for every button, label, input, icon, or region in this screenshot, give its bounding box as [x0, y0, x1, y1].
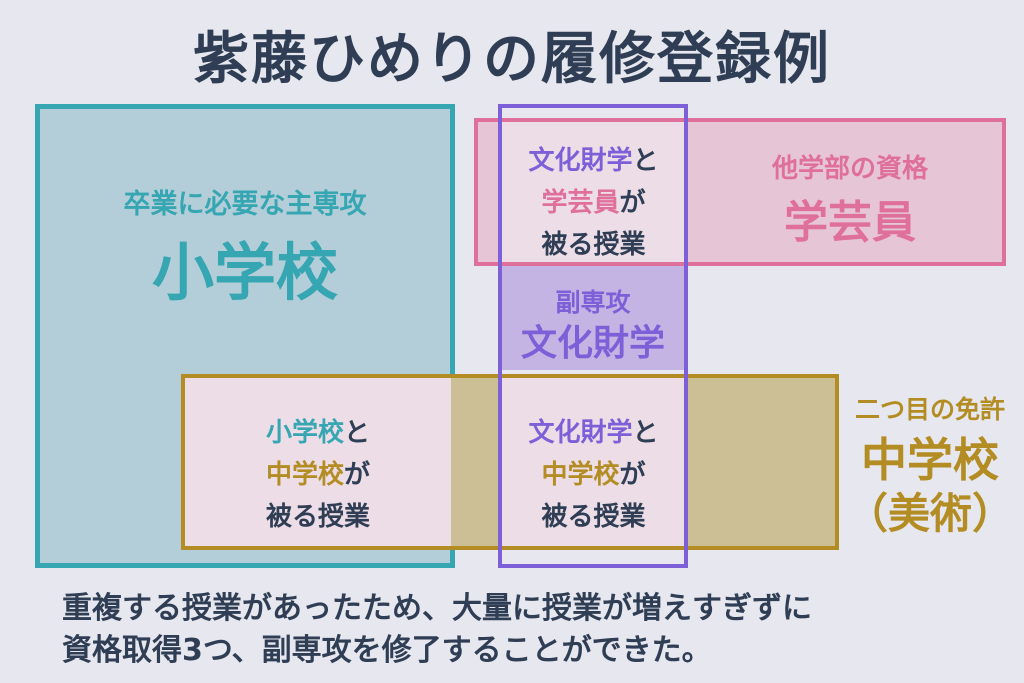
overlap-line-2: 学芸員が: [500, 182, 687, 224]
overlap-cc-junior-text: 文化財学と 中学校が 被る授業: [500, 412, 687, 538]
curator-tag: 学芸員: [541, 188, 620, 218]
overlap-line-1: 文化財学と: [500, 140, 687, 182]
junior-subtitle: 二つ目の免許: [854, 395, 1005, 424]
particle-ga: が: [619, 188, 646, 218]
junior-name: 中学校: [861, 433, 999, 487]
elementary-junior-overlap: [185, 378, 451, 546]
particle-ga: が: [619, 460, 646, 490]
particle-to: と: [344, 418, 371, 448]
footer-note: 重複する授業があったため、大量に授業が増えすぎずに 資格取得3つ、副専攻を修了す…: [62, 588, 812, 672]
elementary-name: 小学校: [151, 236, 338, 309]
cultural-property-region: [498, 104, 688, 568]
overlap-line-1: 小学校と: [185, 412, 451, 454]
overlap-line-2: 中学校が: [500, 454, 687, 496]
elementary-tag: 小学校: [265, 418, 344, 448]
particle-ga: が: [344, 460, 371, 490]
overlap-cc-curator-text: 文化財学と 学芸員が 被る授業: [500, 140, 687, 266]
junior-sub: （美術）: [845, 489, 1014, 538]
cultural-subtitle: 副専攻: [555, 288, 631, 317]
overlap-line-3: 被る授業: [265, 502, 370, 532]
cultural-minor-fill: [502, 266, 684, 370]
junior-tag: 中学校: [265, 460, 344, 490]
overlap-line-3: 被る授業: [541, 502, 646, 532]
cultural-name: 文化財学: [520, 323, 665, 364]
particle-to: と: [632, 146, 659, 176]
cultural-tag: 文化財学: [528, 418, 633, 448]
footer-line-2: 資格取得3つ、副専攻を修了することができた。: [62, 633, 712, 668]
footer-line-1: 重複する授業があったため、大量に授業が増えすぎずに: [62, 591, 812, 626]
overlap-elem-junior-text: 小学校と 中学校が 被る授業: [185, 412, 451, 538]
curator-subtitle: 他学部の資格: [771, 154, 928, 184]
overlap-line-1: 文化財学と: [500, 412, 687, 454]
overlap-line-3: 被る授業: [541, 230, 646, 260]
junior-tag: 中学校: [541, 460, 620, 490]
diagram-title: 紫藤ひめりの履修登録例: [193, 27, 831, 92]
cultural-tag: 文化財学: [528, 146, 633, 176]
cultural-curator-overlap: [500, 122, 687, 262]
curator-name: 学芸員: [784, 197, 916, 248]
cultural-junior-overlap: [500, 378, 687, 546]
overlap-line-2: 中学校が: [185, 454, 451, 496]
particle-to: と: [632, 418, 659, 448]
elementary-subtitle: 卒業に必要な主専攻: [123, 189, 367, 220]
